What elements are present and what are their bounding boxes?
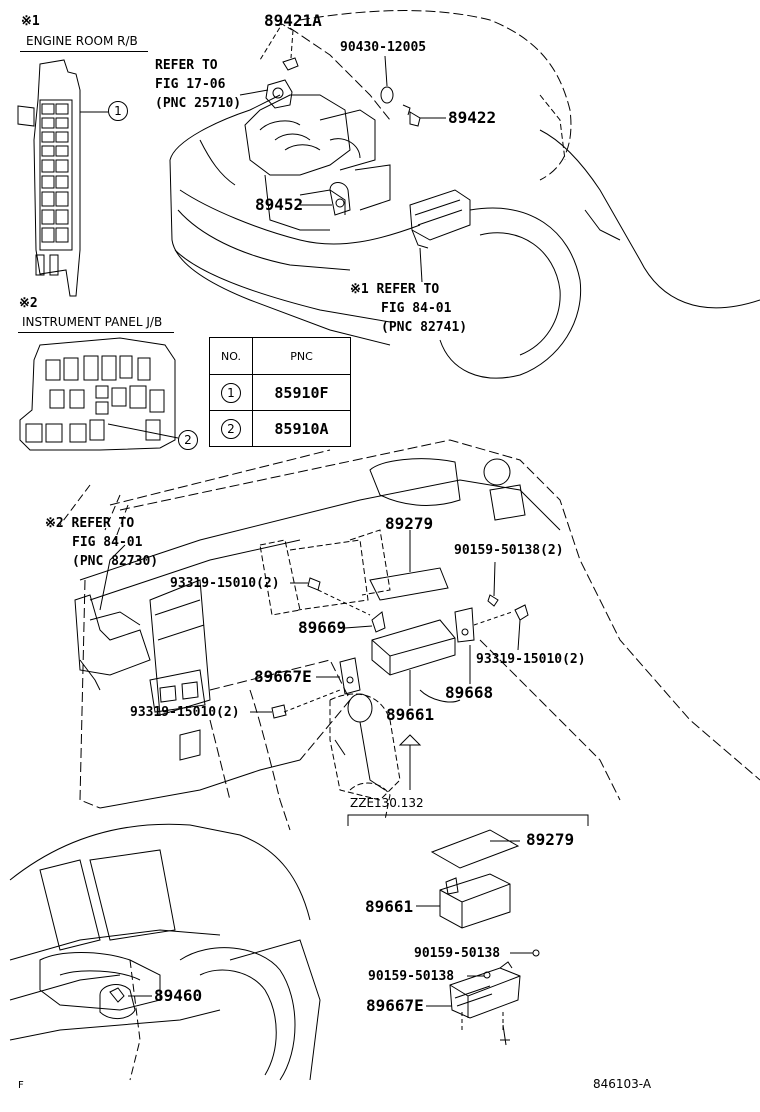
leader-lines-dash: [250, 530, 521, 713]
dashboard-drawing: [59, 439, 760, 831]
part-89422: 89422: [448, 108, 497, 127]
corner-mark: F: [18, 1080, 24, 1091]
part-89661-variant: 89661: [365, 897, 414, 916]
rear-body-drawing: [9, 823, 321, 1081]
ref-fig84-engine-line3: (PNC 82741): [381, 320, 468, 335]
ref-fig84-panel-line2: FIG 84-01: [72, 535, 143, 550]
pnc-table: NO. PNC 1 85910F 2 85910A: [209, 337, 351, 447]
part-90159-50138-2: 90159-50138(2): [454, 543, 564, 558]
ref-fig84-panel-line3: (PNC 82730): [72, 554, 159, 569]
ref-fig17-line2: FIG 17-06: [155, 77, 226, 92]
instrument-panel-inset-mark: ※2: [19, 296, 38, 311]
leader-lines-top: [239, 23, 446, 283]
part-93319-15010-c: 93319-15010(2): [476, 652, 586, 667]
part-90159-50138-b1: 90159-50138: [414, 946, 501, 961]
callout-2: 2: [178, 430, 198, 450]
pnc-row-1-pnc: 85910F: [252, 374, 351, 411]
engine-room-inset-mark: ※1: [21, 14, 40, 29]
ref-fig84-engine-line1: ※1 REFER TO: [350, 282, 440, 297]
part-89421A: 89421A: [264, 11, 322, 30]
ref-fig84-engine-line2: FIG 84-01: [381, 301, 452, 316]
pnc-table-header-no: NO.: [209, 337, 253, 375]
part-89661-dash: 89661: [386, 705, 435, 724]
part-89667E-dash: 89667E: [254, 667, 312, 686]
instrument-panel-inset-title: INSTRUMENT PANEL J/B: [22, 315, 163, 329]
ref-fig84-panel-line1: ※2 REFER TO: [45, 516, 135, 531]
figure-id: 846103-A: [593, 1077, 652, 1091]
part-89460: 89460: [154, 986, 203, 1005]
part-89668: 89668: [445, 683, 494, 702]
pnc-row-2-no: 2: [221, 418, 241, 439]
engine-room-title-underline: [20, 51, 148, 52]
part-90430-12005: 90430-12005: [340, 40, 427, 55]
variant-bracket: [347, 814, 589, 826]
part-89667E-variant: 89667E: [366, 996, 424, 1015]
pnc-row-2-pnc: 85910A: [252, 410, 351, 447]
pnc-table-row-no: 1: [209, 374, 253, 411]
pnc-table-row-no: 2: [209, 410, 253, 447]
ref-fig17-line3: (PNC 25710): [155, 96, 242, 111]
engine-bay-drawing: [169, 10, 760, 379]
engine-room-relay-box: [17, 59, 108, 297]
part-89279-dash: 89279: [385, 514, 434, 533]
pnc-row-1-no: 1: [221, 382, 241, 403]
callout-1: 1: [108, 101, 128, 121]
pnc-table-header-pnc: PNC: [252, 337, 351, 375]
part-89452: 89452: [255, 195, 304, 214]
part-90159-50138-b2: 90159-50138: [368, 969, 455, 984]
part-93319-15010-a: 93319-15010(2): [170, 576, 280, 591]
airbag-sensor-assembly-variant: [416, 829, 540, 1046]
part-89279-variant: 89279: [526, 830, 575, 849]
part-89669: 89669: [298, 618, 347, 637]
part-93319-15010-b: 93319-15010(2): [130, 705, 240, 720]
ref-fig17-line1: REFER TO: [155, 58, 218, 73]
instrument-panel-title-underline: [18, 332, 174, 333]
engine-room-inset-title: ENGINE ROOM R/B: [26, 34, 138, 48]
airbag-sensor-assembly-dash: [271, 567, 529, 719]
model-code-label: ZZE130.132: [350, 796, 424, 810]
instrument-panel-junction-box: [19, 337, 179, 451]
